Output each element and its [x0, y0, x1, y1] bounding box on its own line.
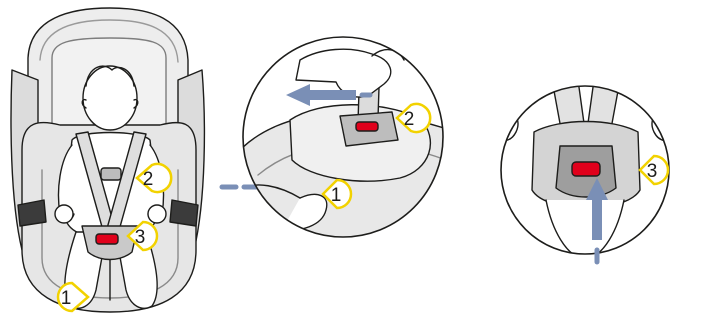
callout-label: 1: [331, 185, 342, 206]
callout-label: 3: [647, 161, 658, 182]
chest-clip: [101, 168, 121, 180]
child-head: [83, 66, 137, 130]
harness-buckle-red: [96, 234, 118, 244]
callout-label: 2: [404, 109, 415, 130]
callout-label: 1: [61, 288, 72, 309]
buckle-release-button: [572, 162, 600, 176]
armrest-left: [18, 200, 46, 226]
armrest-right: [170, 200, 198, 226]
callout-seat-chest-clip: 2: [137, 164, 171, 192]
car-seat-illustration: [11, 8, 204, 312]
callout-label: 3: [135, 227, 146, 248]
detail-view-release: [240, 37, 450, 260]
callout-label: 2: [143, 169, 154, 190]
